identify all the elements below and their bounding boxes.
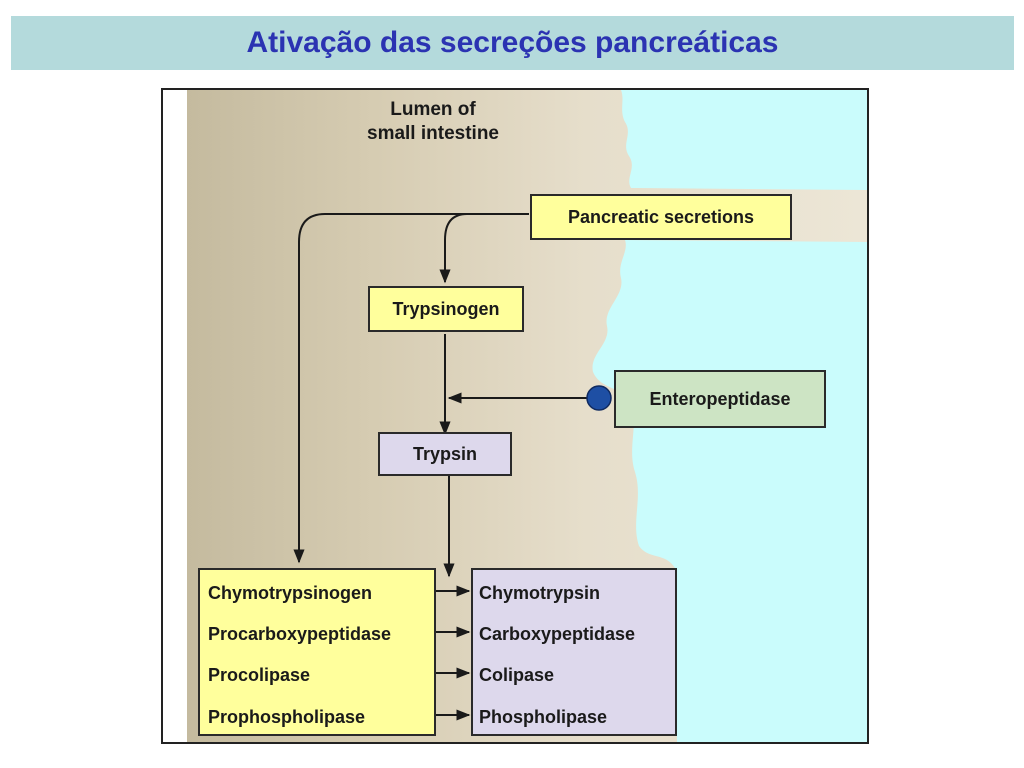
zymogen-procolipase: Procolipase [208, 665, 311, 685]
enzyme-chymotrypsin: Chymotrypsin [479, 583, 601, 603]
title-band: Ativação das secreções pancreáticas [11, 16, 1014, 70]
pancreatic-activation-diagram: Lumen of small intestine Pancreatic secr… [161, 88, 869, 744]
zymogen-prophospholipase: Prophospholipase [208, 707, 366, 727]
epithelium-lower [592, 240, 867, 742]
trypsinogen-box: Trypsinogen [368, 286, 524, 332]
lumen-label-line-1: Lumen of [390, 99, 476, 120]
epithelium-upper [621, 90, 867, 190]
trypsin-box: Trypsin [378, 432, 512, 476]
enzyme-phospholipase: Phospholipase [479, 707, 608, 727]
active-enzymes-box: Chymotrypsin Carboxypeptidase Colipase P… [471, 568, 677, 736]
zymogen-procarboxypeptidase: Procarboxypeptidase [208, 624, 392, 644]
enzyme-carboxypeptidase: Carboxypeptidase [479, 624, 636, 644]
enzyme-colipase: Colipase [479, 665, 555, 685]
arrow-secretions-to-zymogens [293, 213, 529, 564]
enteropeptidase-box: Enteropeptidase [614, 370, 826, 428]
zymogens-box: Chymotrypsinogen Procarboxypeptidase Pro… [198, 568, 436, 736]
zymogen-chymotrypsinogen: Chymotrypsinogen [208, 583, 373, 603]
left-margin [163, 90, 187, 742]
pancreatic-secretions-box: Pancreatic secretions [530, 194, 792, 240]
lumen-label-line-2: small intestine [367, 123, 499, 144]
lumen-label: Lumen of small intestine [333, 98, 533, 146]
enteropeptidase-dot [586, 385, 612, 411]
slide-title: Ativação das secreções pancreáticas [246, 26, 779, 59]
